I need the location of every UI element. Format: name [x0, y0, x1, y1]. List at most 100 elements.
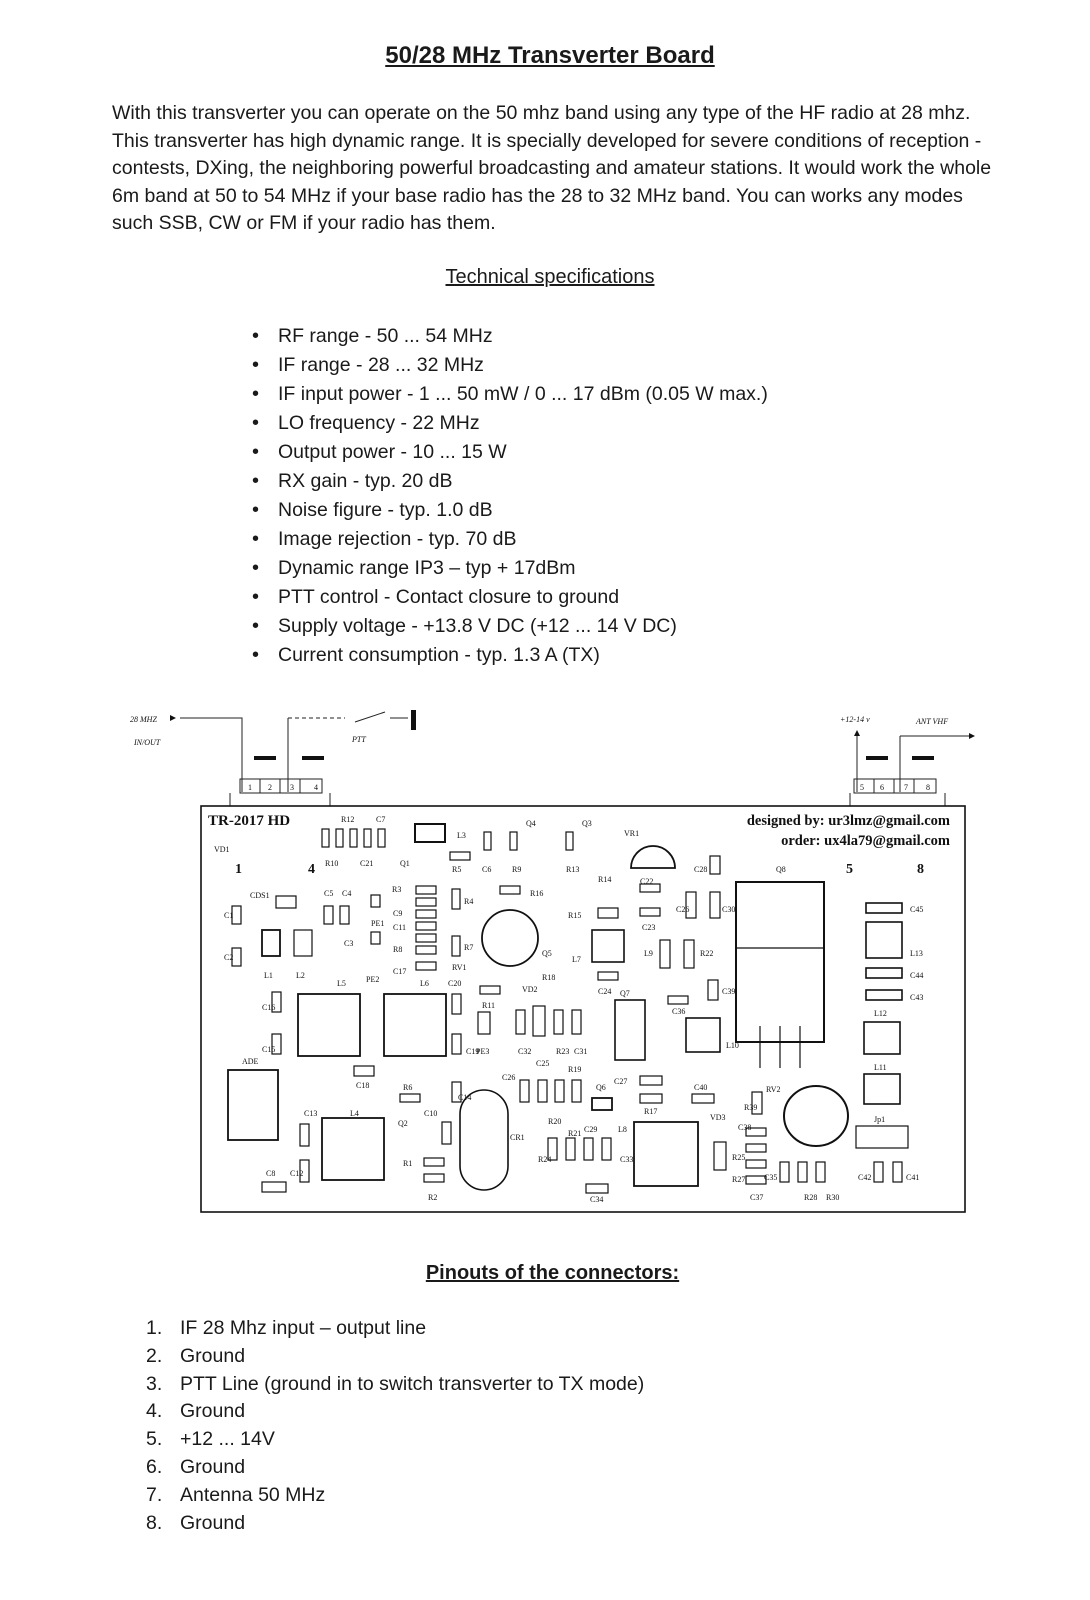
- svg-text:CDS1: CDS1: [250, 891, 270, 900]
- svg-text:R21: R21: [568, 1129, 581, 1138]
- svg-text:R6: R6: [403, 1083, 412, 1092]
- svg-text:R9: R9: [512, 865, 521, 874]
- svg-text:L13: L13: [910, 949, 923, 958]
- svg-text:L12: L12: [874, 1009, 887, 1018]
- pinout-text: IF 28 Mhz input – output line: [180, 1317, 427, 1339]
- svg-text:R1: R1: [403, 1159, 412, 1168]
- pin-4: 4: [314, 783, 318, 792]
- pinout-text: +12 ... 14V: [180, 1428, 275, 1451]
- ptt-switch: [354, 711, 386, 723]
- svg-text:C1: C1: [224, 911, 233, 920]
- svg-text:C4: C4: [342, 889, 351, 898]
- pinout-item: 1.IF 28 Mhz input – output line: [146, 1315, 644, 1343]
- svg-text:C39: C39: [722, 987, 735, 996]
- svg-text:R20: R20: [548, 1117, 561, 1126]
- svg-text:R18: R18: [542, 973, 555, 982]
- svg-text:Q4: Q4: [526, 819, 536, 828]
- svg-text:C37: C37: [750, 1193, 763, 1202]
- svg-text:VR1: VR1: [624, 829, 639, 838]
- pinout-number: 4.: [146, 1400, 163, 1423]
- svg-text:CR1: CR1: [510, 1133, 525, 1142]
- svg-text:R2: R2: [428, 1193, 437, 1202]
- pinout-text: PTT Line (ground in to switch transverte…: [180, 1372, 645, 1395]
- svg-text:Q3: Q3: [582, 819, 592, 828]
- svg-text:C26: C26: [676, 905, 689, 914]
- pinout-text: Ground: [180, 1344, 246, 1367]
- svg-text:L2: L2: [296, 971, 305, 980]
- svg-text:C3: C3: [344, 939, 353, 948]
- svg-text:C5: C5: [324, 889, 333, 898]
- svg-text:C15: C15: [262, 1045, 275, 1054]
- svg-text:R25: R25: [732, 1153, 745, 1162]
- svg-text:VD1: VD1: [214, 845, 230, 854]
- pinout-list: 1.IF 28 Mhz input – output line 2.Ground…: [146, 1315, 644, 1537]
- if-connector: [239, 778, 323, 794]
- svg-text:R23: R23: [556, 1047, 569, 1056]
- svg-text:R22: R22: [700, 949, 713, 958]
- board-model: TR-2017 HD: [208, 813, 290, 829]
- ext-label-inout: IN/OUT: [133, 738, 161, 747]
- spec-item: Noise figure - typ. 1.0 dB: [232, 496, 768, 525]
- svg-text:L6: L6: [420, 979, 429, 988]
- spec-item: Dynamic range IP3 – typ + 17dBm: [232, 554, 768, 583]
- spec-item: IF range - 28 ... 32 MHz: [232, 351, 768, 380]
- pinout-text: Antenna 50 MHz: [180, 1483, 326, 1506]
- svg-text:R4: R4: [464, 897, 473, 906]
- svg-text:R27: R27: [732, 1175, 745, 1184]
- pin-5: 5: [860, 783, 864, 792]
- svg-text:R24: R24: [538, 1155, 551, 1164]
- svg-text:C40: C40: [694, 1083, 707, 1092]
- svg-text:L4: L4: [350, 1109, 359, 1118]
- svg-text:R28: R28: [804, 1193, 817, 1202]
- pin-6: 6: [880, 783, 884, 792]
- svg-text:L8: L8: [618, 1125, 627, 1134]
- svg-text:Q8: Q8: [776, 865, 786, 874]
- svg-text:C21: C21: [360, 859, 373, 868]
- svg-text:C12: C12: [290, 1169, 303, 1178]
- svg-text:C43: C43: [910, 993, 923, 1002]
- pinout-number: 5.: [146, 1428, 163, 1451]
- pinout-item: 3.PTT Line (ground in to switch transver…: [146, 1371, 644, 1399]
- svg-text:C38: C38: [738, 1123, 751, 1132]
- document-title: 50/28 MHz Transverter Board: [385, 42, 715, 69]
- pinout-number: 7.: [146, 1483, 163, 1506]
- board-layout-diagram: 28 MHZ IN/OUT PTT +12-14 v ANT VHF 1 2 3…: [130, 710, 975, 1213]
- ext-label-supply: +12-14 v: [840, 715, 870, 724]
- svg-text:L10: L10: [726, 1041, 739, 1050]
- order-credit: order: ux4la79@gmail.com: [781, 833, 950, 849]
- svg-text:R10: R10: [325, 859, 338, 868]
- svg-text:R12: R12: [341, 815, 354, 824]
- svg-text:Q2: Q2: [398, 1119, 408, 1128]
- svg-text:VD3: VD3: [710, 1113, 726, 1122]
- svg-text:C24: C24: [598, 987, 611, 996]
- spec-item: Supply voltage - +13.8 V DC (+12 ... 14 …: [232, 612, 768, 641]
- svg-text:C44: C44: [910, 971, 923, 980]
- ext-label-ptt: PTT: [351, 735, 366, 744]
- pinout-item: 8.Ground: [146, 1510, 644, 1538]
- component-labels: R12 C7 VD1 R10 C21 Q1 L3 R5 C6 R9 Q4 R13…: [214, 815, 923, 1204]
- component-footprints: [227, 823, 909, 1194]
- intro-paragraph: With this transverter you can operate on…: [112, 102, 992, 234]
- pinouts-heading: Pinouts of the connectors:: [425, 1262, 680, 1284]
- spec-item: LO frequency - 22 MHz: [232, 409, 768, 438]
- svg-text:L11: L11: [874, 1063, 887, 1072]
- spec-item: PTT control - Contact closure to ground: [232, 583, 768, 612]
- svg-text:C16: C16: [262, 1003, 275, 1012]
- spec-item: IF input power - 1 ... 50 mW / 0 ... 17 …: [232, 380, 768, 409]
- svg-text:R5: R5: [452, 865, 461, 874]
- pin-3: 3: [290, 783, 294, 792]
- specs-list: RF range - 50 ... 54 MHz IF range - 28 .…: [232, 322, 768, 670]
- spec-item: RF range - 50 ... 54 MHz: [232, 322, 768, 351]
- spec-item: Current consumption - typ. 1.3 A (TX): [232, 641, 768, 670]
- svg-text:R14: R14: [598, 875, 611, 884]
- svg-text:RV1: RV1: [452, 963, 466, 972]
- spec-item: RX gain - typ. 20 dB: [232, 467, 768, 496]
- svg-text:Q1: Q1: [400, 859, 410, 868]
- svg-text:R39: R39: [744, 1103, 757, 1112]
- pinout-item: 5. +12 ... 14V: [146, 1426, 644, 1454]
- svg-text:R30: R30: [826, 1193, 839, 1202]
- pin-2: 2: [268, 783, 272, 792]
- svg-text:C10: C10: [424, 1109, 437, 1118]
- specs-heading: Technical specifications: [445, 266, 655, 288]
- svg-text:L7: L7: [572, 955, 581, 964]
